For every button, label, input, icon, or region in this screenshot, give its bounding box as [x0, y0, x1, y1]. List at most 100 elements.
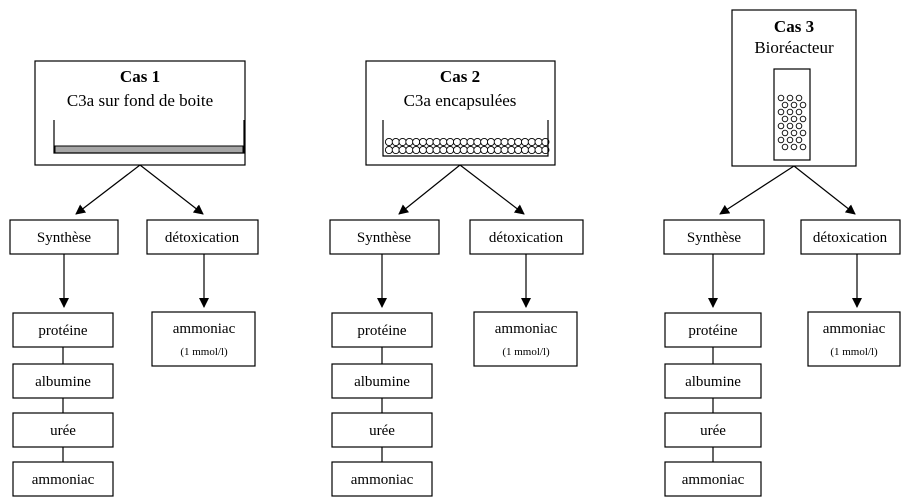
capsule-circle: [439, 145, 448, 155]
capsule-circle: [473, 145, 482, 155]
chain-label-3: urée: [50, 423, 76, 439]
bioreactor-bead: [786, 122, 794, 130]
capsule-circle: [459, 145, 468, 155]
capsule-circle: [384, 137, 394, 147]
capsule-circle: [527, 137, 536, 147]
bioreactor-bead: [795, 108, 803, 116]
arrow-to-detox: [459, 164, 525, 215]
case-3-subtitle: Bioréacteur: [754, 38, 834, 57]
capsule-circle: [541, 137, 550, 147]
capsule-circle: [500, 137, 509, 147]
detox-box: [469, 219, 584, 255]
ammonia-concentration: (1 mmol/l): [502, 346, 550, 358]
capsule-circle: [534, 145, 543, 155]
chain-box-3: [12, 412, 114, 448]
capsule-circle: [432, 145, 441, 155]
bioreactor-bead: [790, 129, 798, 137]
arrow-to-synthese: [75, 164, 141, 215]
chain-label-4: ammoniac: [351, 472, 414, 488]
culture-dish: [382, 120, 549, 157]
capsule-circle: [418, 145, 428, 155]
bioreactor-bead: [781, 101, 789, 109]
ammonia-box: [807, 311, 901, 367]
arrow-to-detox: [793, 165, 856, 215]
bioreactor-bead: [781, 115, 789, 123]
arrow-to-detox: [139, 164, 204, 215]
bioreactor-bead: [777, 94, 785, 102]
capsule-circle: [466, 137, 475, 147]
capsule-circle: [432, 137, 441, 147]
detox-label: détoxication: [165, 230, 240, 246]
capsule-circle: [493, 137, 502, 147]
capsule-circle: [466, 145, 475, 155]
ammonia-box: [473, 311, 578, 367]
capsule-circle: [534, 137, 543, 147]
capsule-circle: [541, 145, 550, 155]
capsule-circle: [446, 145, 455, 155]
flat-cell-layer: [54, 145, 244, 154]
chain-box-4: [12, 461, 114, 497]
capsule-circle: [398, 137, 407, 147]
chain-box-2: [12, 363, 114, 399]
case-3-title: Cas 3: [774, 17, 814, 36]
bioreactor-bead: [777, 108, 785, 116]
capsule-circle: [398, 145, 407, 155]
ammonia-box: [151, 311, 256, 367]
bioreactor-bead: [781, 143, 789, 151]
case-2-subtitle: C3a encapsulées: [404, 91, 517, 110]
bioreactor-bead: [786, 108, 794, 116]
bioreactor-bead: [795, 122, 803, 130]
bioreactor-bead: [790, 115, 798, 123]
capsule-circle: [439, 137, 448, 147]
case-2-title: Cas 2: [440, 67, 480, 86]
ammonia-concentration: (1 mmol/l): [830, 346, 878, 358]
synthese-label: Synthèse: [357, 230, 412, 246]
capsule-circle: [480, 137, 489, 147]
capsule-circle: [486, 145, 496, 155]
capsule-circle: [507, 137, 516, 147]
chain-label-2: albumine: [685, 374, 741, 390]
detox-box: [146, 219, 259, 255]
chain-label-4: ammoniac: [682, 472, 745, 488]
synthese-label: Synthèse: [37, 230, 92, 246]
synthese-box: [9, 219, 119, 255]
capsule-circle: [412, 137, 421, 147]
bioreactor-bead: [781, 129, 789, 137]
capsule-circle: [391, 137, 400, 147]
encapsulated-cells: [384, 137, 550, 155]
synthese-label: Synthèse: [687, 230, 742, 246]
capsule-circle: [405, 145, 414, 155]
capsule-circle: [459, 137, 468, 147]
capsule-circle: [405, 137, 414, 147]
capsule-circle: [514, 137, 523, 147]
chain-box-4: [664, 461, 762, 497]
detox-box: [800, 219, 901, 255]
chain-box-2: [331, 363, 433, 399]
capsule-circle: [500, 145, 509, 155]
capsule-circle: [493, 145, 502, 155]
chain-box-3: [331, 412, 433, 448]
chain-label-4: ammoniac: [32, 472, 95, 488]
case-3: Cas 3 Bioréacteur Synthèse détoxication …: [663, 9, 901, 497]
capsule-circle: [473, 137, 482, 147]
capsule-circle: [520, 137, 530, 147]
arrow-to-synthese: [398, 164, 461, 215]
capsule-circle: [418, 137, 428, 147]
bioreactor-bead: [790, 143, 798, 151]
bioreactor-bead: [777, 136, 785, 144]
capsule-circle: [412, 145, 421, 155]
detox-label: détoxication: [489, 230, 564, 246]
capsule-circle: [391, 145, 400, 155]
synthese-box: [329, 219, 440, 255]
capsule-circle: [514, 145, 523, 155]
culture-dish: [53, 120, 245, 154]
chain-box-3: [664, 412, 762, 448]
ammonia-label: ammoniac: [173, 321, 236, 337]
chain-label-1: protéine: [357, 323, 406, 339]
chain-box-1: [331, 312, 433, 348]
capsule-circle: [486, 137, 496, 147]
chain-label-2: albumine: [354, 374, 410, 390]
detox-label: détoxication: [813, 230, 888, 246]
bioreactor-beads: [777, 94, 807, 151]
synthese-box: [663, 219, 765, 255]
